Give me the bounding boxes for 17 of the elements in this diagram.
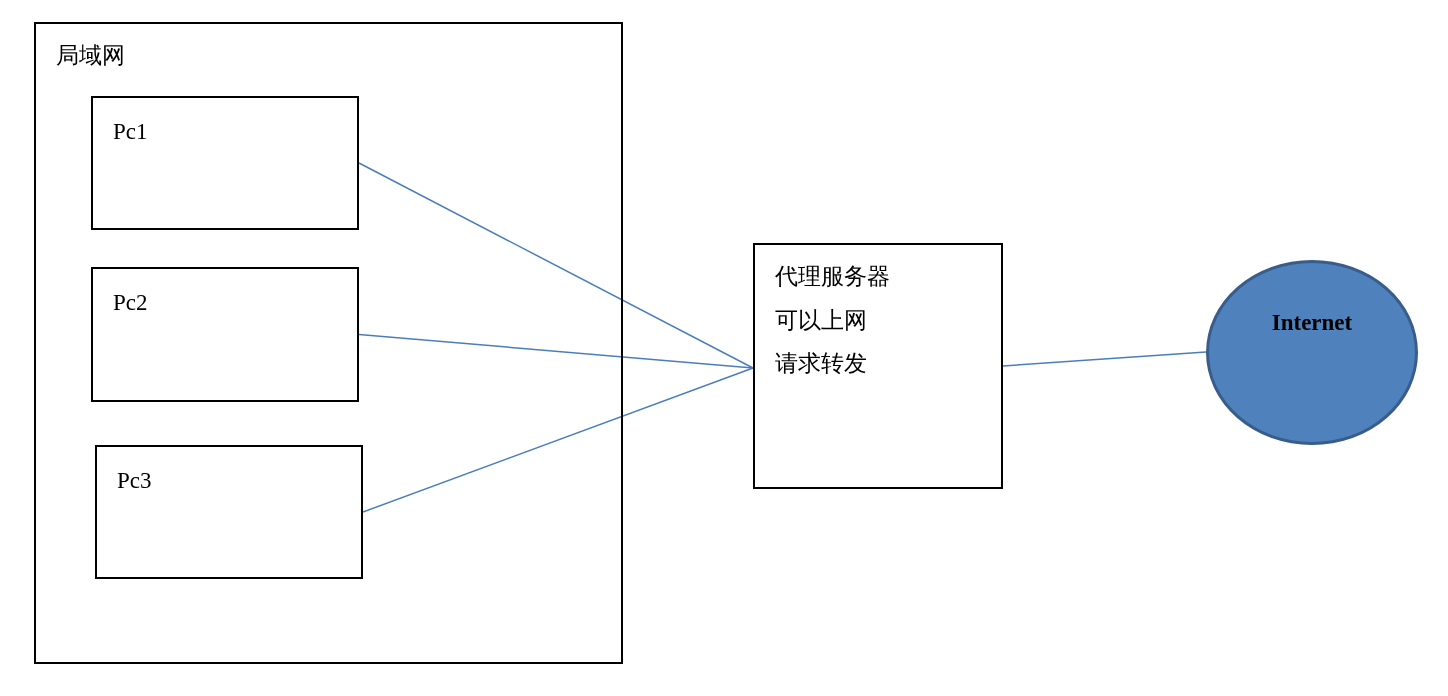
network-group-box bbox=[34, 22, 623, 664]
connector-line bbox=[358, 162, 754, 369]
pc-box bbox=[91, 96, 359, 230]
node-label: Pc1 bbox=[113, 118, 148, 146]
node-label: Pc3 bbox=[117, 467, 152, 495]
server-box bbox=[753, 243, 1003, 489]
node-label: 代理服务器 bbox=[775, 263, 890, 291]
node-label: Pc2 bbox=[113, 289, 148, 317]
connector-line bbox=[358, 333, 754, 369]
node-label: 可以上网 bbox=[775, 307, 867, 335]
pc-box bbox=[95, 445, 363, 579]
node-label: 请求转发 bbox=[775, 350, 867, 378]
group-title: 局域网 bbox=[56, 42, 125, 70]
node-label: Internet bbox=[1270, 309, 1354, 337]
pc-box bbox=[91, 267, 359, 402]
connector-line bbox=[1002, 351, 1207, 367]
connector-line bbox=[362, 367, 754, 513]
